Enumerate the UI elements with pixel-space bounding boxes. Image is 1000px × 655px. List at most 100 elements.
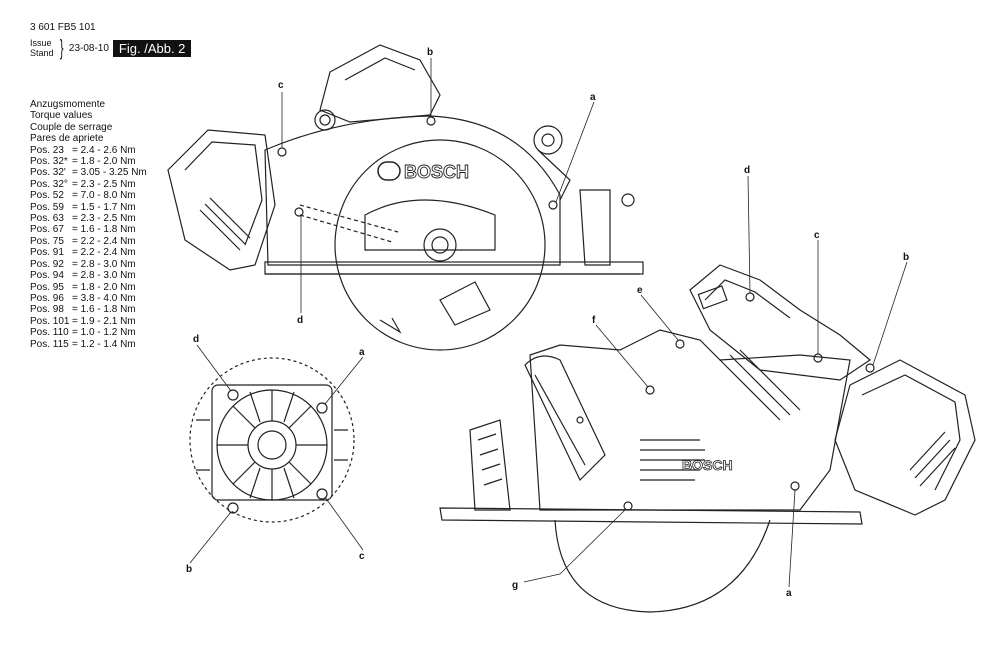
torque-title-de: Anzugsmomente <box>30 99 106 110</box>
rear-handle <box>689 264 872 381</box>
torque-table: Anzugsmomente Torque values Couple de se… <box>30 99 147 350</box>
torque-row: Pos. 92 = 2.8 - 3.0 Nm <box>30 259 147 270</box>
callout-g-right: g <box>512 580 518 591</box>
torque-row: Pos. 110= 1.0 - 1.2 Nm <box>30 327 147 338</box>
torque-value: = 2.4 - 2.6 Nm <box>72 144 136 156</box>
figure-label: Fig. /Abb. 2 <box>112 39 192 57</box>
torque-pos: Pos. 101 <box>30 315 70 327</box>
torque-pos: Pos. 32' <box>30 167 66 179</box>
torque-row: Pos. 32° = 2.3 - 2.5 Nm <box>30 179 147 190</box>
screws-bottom <box>623 292 875 511</box>
callout-c-right: c <box>814 230 820 241</box>
torque-title-fr: Couple de serrage <box>30 121 113 133</box>
torque-row: Pos. 32' = 3.05 - 3.25 Nm <box>30 167 147 178</box>
torque-pos: Pos. 63 <box>30 213 64 225</box>
callout-f-right: f <box>592 315 596 326</box>
torque-row: Pos. 94= 2.8 - 3.0 Nm <box>30 270 147 281</box>
battery-pack <box>167 129 276 271</box>
torque-pos: Pos. 92 <box>30 258 64 270</box>
torque-pos: Pos. 59 <box>30 201 64 213</box>
torque-value: = 2.8 - 3.0 Nm <box>72 258 136 270</box>
torque-value: = 1.9 - 2.1 Nm <box>72 315 136 327</box>
saw-blade <box>334 139 546 351</box>
motor-housing <box>529 329 851 511</box>
callout-b-right: b <box>903 252 909 263</box>
torque-row: Pos. 52 = 7.0 - 8.0 Nm <box>30 190 147 201</box>
torque-value: = 7.0 - 8.0 Nm <box>72 190 136 202</box>
torque-pos: Pos. 32* <box>30 156 68 168</box>
torque-value: = 3.8 - 4.0 Nm <box>72 292 136 304</box>
callout-d-top: d <box>297 315 303 326</box>
torque-pos: Pos. 91 <box>30 247 64 259</box>
issue-row: Issue Stand } 23-08-10 Fig. /Abb. 2 <box>30 35 192 60</box>
torque-row: Pos. 98 = 1.6 - 1.8 Nm <box>30 304 147 315</box>
torque-value: = 2.2 - 2.4 Nm <box>72 247 136 259</box>
torque-pos: Pos. 94 <box>30 270 64 282</box>
callout-e-right: e <box>637 285 643 296</box>
torque-pos: Pos. 67 <box>30 224 64 236</box>
torque-row: Pos. 59 = 1.5 - 1.7 Nm <box>30 202 147 213</box>
torque-pos: Pos. 98 <box>30 304 64 316</box>
base-plate <box>264 261 644 275</box>
torque-row: Pos. 75 = 2.2 - 2.4 Nm <box>30 236 147 247</box>
torque-pos: Pos. 23 <box>30 144 64 156</box>
saw-perspective-view <box>439 264 976 613</box>
saw-side-view <box>167 44 644 351</box>
battery-pack-right <box>834 359 976 516</box>
callout-d-detail: d <box>193 334 199 345</box>
callout-b-detail: b <box>186 564 192 575</box>
motor-detail <box>189 357 355 523</box>
issue-label: Issue <box>30 38 52 48</box>
issue-date: 23-08-10 <box>68 42 109 54</box>
depth-adjust <box>579 189 611 266</box>
brace: } <box>59 35 64 60</box>
torque-value: = 2.3 - 2.5 Nm <box>72 213 136 225</box>
torque-row: Pos. 67 = 1.6 - 1.8 Nm <box>30 224 147 235</box>
lower-guard-lever <box>439 281 491 326</box>
torque-row: Pos. 63 = 2.3 - 2.5 Nm <box>30 213 147 224</box>
part-number: 3 601 FB5 101 <box>30 22 96 33</box>
torque-value: = 1.8 - 2.0 Nm <box>72 156 136 168</box>
issue-stand-label: Issue Stand <box>30 38 54 58</box>
torque-pos: Pos. 95 <box>30 281 64 293</box>
base-plate-right <box>439 507 863 525</box>
front-grip <box>524 355 606 482</box>
torque-title-es: Pares de apriete <box>30 133 104 145</box>
callout-d-right: d <box>744 165 750 176</box>
torque-pos: Pos. 96 <box>30 292 64 304</box>
torque-title-en: Torque values <box>30 110 93 122</box>
torque-value: = 1.5 - 1.7 Nm <box>72 201 136 213</box>
blade-lower <box>554 519 771 613</box>
upper-guard <box>264 115 561 266</box>
torque-row: Pos. 96 = 3.8 - 4.0 Nm <box>30 293 147 304</box>
callout-a-right: a <box>786 588 792 599</box>
callout-a-detail: a <box>359 347 365 358</box>
torque-row: Pos. 101= 1.9 - 2.1 Nm <box>30 316 147 327</box>
guard-window <box>364 199 496 251</box>
callout-a-top: a <box>590 92 596 103</box>
torque-pos: Pos. 52 <box>30 190 64 202</box>
torque-row: Pos. 115= 1.2 - 1.4 Nm <box>30 339 147 350</box>
bevel-scale <box>469 419 511 511</box>
torque-pos: Pos. 110 <box>30 327 69 339</box>
torque-value: = 2.2 - 2.4 Nm <box>72 235 136 247</box>
callout-c-detail: c <box>359 551 365 562</box>
torque-value: = 1.2 - 1.4 Nm <box>72 338 136 350</box>
torque-value: = 3.05 - 3.25 Nm <box>72 167 147 179</box>
torque-pos: Pos. 32° <box>30 178 68 190</box>
torque-value: = 1.8 - 2.0 Nm <box>72 281 136 293</box>
arbor <box>423 228 457 262</box>
torque-value: = 1.6 - 1.8 Nm <box>72 224 136 236</box>
handle <box>319 44 441 123</box>
stand-label: Stand <box>30 48 54 58</box>
torque-pos: Pos. 115 <box>30 338 69 350</box>
torque-value: = 1.0 - 1.2 Nm <box>72 327 136 339</box>
torque-row: Pos. 23 = 2.4 - 2.6 Nm <box>30 145 147 156</box>
brand-bottom: BOSCH <box>682 457 733 473</box>
torque-pos: Pos. 75 <box>30 235 64 247</box>
brand-top: BOSCH <box>404 162 469 182</box>
torque-value: = 2.3 - 2.5 Nm <box>72 178 136 190</box>
callout-b-top: b <box>427 47 433 58</box>
torque-value: = 1.6 - 1.8 Nm <box>72 304 136 316</box>
